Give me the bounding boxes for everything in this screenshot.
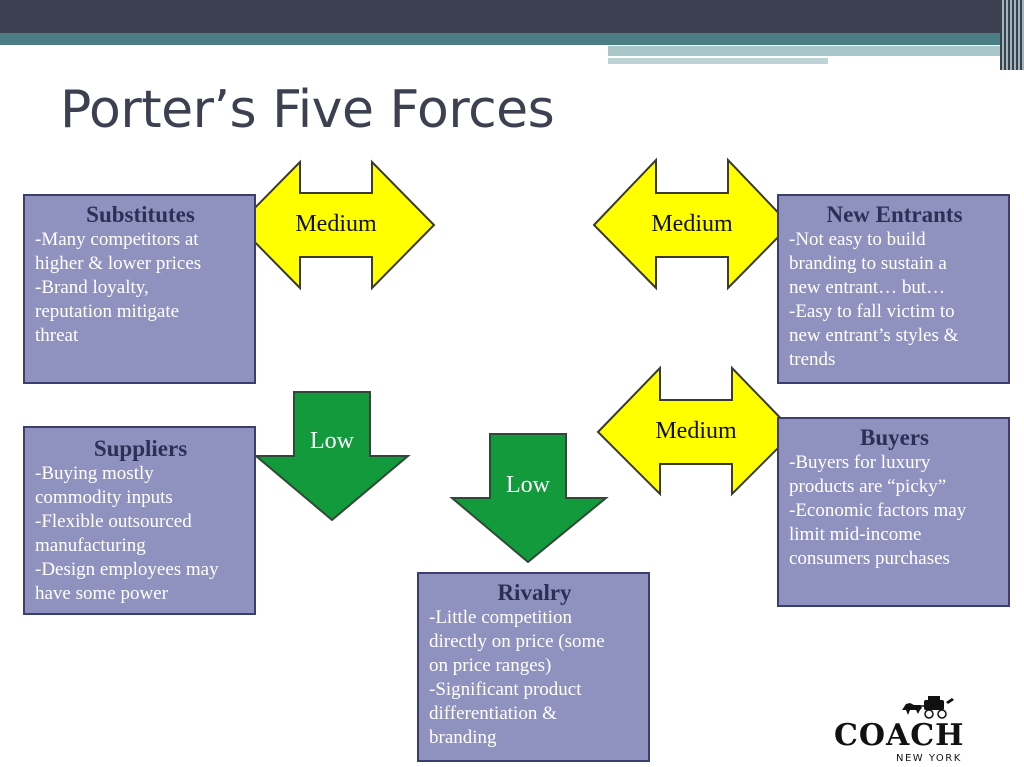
- rivalry-line: -Significant product: [429, 679, 582, 700]
- header-stripes: [1000, 0, 1024, 70]
- double-arrow-substitutes: [236, 159, 436, 291]
- buyers-level-label: Medium: [655, 418, 737, 444]
- suppliers-level-label: Low: [310, 428, 354, 454]
- header-accent-line: [608, 46, 1000, 56]
- suppliers-line: -Flexible outsourced: [35, 511, 192, 532]
- buyers-line: limit mid-income: [789, 524, 922, 545]
- buyers-line: -Buyers for luxury: [789, 452, 931, 473]
- rivalry-level-label: Low: [506, 472, 550, 498]
- slide-title: Porter’s Five Forces: [60, 80, 555, 140]
- buyers-line: -Economic factors may: [789, 500, 967, 521]
- horse-carriage-icon: [902, 696, 954, 719]
- substitutes-line: higher & lower prices: [35, 253, 202, 274]
- suppliers-heading: Suppliers: [93, 436, 188, 461]
- new-entrants-line: new entrant’s styles &: [789, 325, 959, 346]
- header-accent-line-short: [608, 58, 828, 64]
- coach-logo: COACH NEW YORK: [812, 690, 1024, 767]
- new-entrants-line: branding to sustain a: [789, 253, 947, 274]
- logo-wordmark: COACH: [834, 718, 965, 753]
- substitutes-line: threat: [35, 325, 79, 346]
- new-entrants-line: trends: [789, 349, 836, 370]
- buyers-heading: Buyers: [860, 425, 929, 450]
- header-accent-bar: [0, 33, 1000, 45]
- rivalry-line: -Little competition: [429, 607, 572, 628]
- rivalry-line: branding: [429, 727, 497, 748]
- down-arrow-rivalry: [449, 433, 609, 564]
- new-entrants-box: New Entrants -Not easy to build branding…: [777, 194, 1010, 384]
- rivalry-box: Rivalry -Little competition directly on …: [417, 572, 650, 762]
- substitutes-line: -Many competitors at: [35, 229, 199, 250]
- rivalry-line: on price ranges): [429, 655, 552, 676]
- substitutes-level-label: Medium: [295, 211, 377, 237]
- buyers-line: consumers purchases: [789, 548, 950, 569]
- substitutes-line: -Brand loyalty,: [35, 277, 149, 298]
- header-bar: [0, 0, 1024, 33]
- rivalry-heading: Rivalry: [497, 580, 572, 605]
- rivalry-line: directly on price (some: [429, 631, 605, 652]
- new-entrants-level-label: Medium: [651, 211, 733, 237]
- down-arrow-suppliers: [253, 391, 411, 522]
- new-entrants-line: new entrant… but…: [789, 277, 946, 298]
- new-entrants-line: -Not easy to build: [789, 229, 926, 250]
- suppliers-line: commodity inputs: [35, 487, 173, 508]
- suppliers-line: have some power: [35, 583, 168, 604]
- rivalry-line: differentiation &: [429, 703, 557, 724]
- substitutes-heading: Substitutes: [86, 202, 195, 227]
- suppliers-line: -Buying mostly: [35, 463, 154, 484]
- buyers-box: Buyers -Buyers for luxury products are “…: [777, 417, 1010, 607]
- suppliers-box: Suppliers -Buying mostly commodity input…: [23, 426, 256, 615]
- substitutes-line: reputation mitigate: [35, 301, 180, 322]
- substitutes-box: Substitutes -Many competitors at higher …: [23, 194, 256, 384]
- suppliers-line: manufacturing: [35, 535, 146, 556]
- suppliers-line: -Design employees may: [35, 559, 219, 580]
- logo-subtitle: NEW YORK: [896, 753, 962, 764]
- buyers-line: products are “picky”: [789, 476, 947, 497]
- new-entrants-line: -Easy to fall victim to: [789, 301, 955, 322]
- new-entrants-heading: New Entrants: [826, 202, 963, 227]
